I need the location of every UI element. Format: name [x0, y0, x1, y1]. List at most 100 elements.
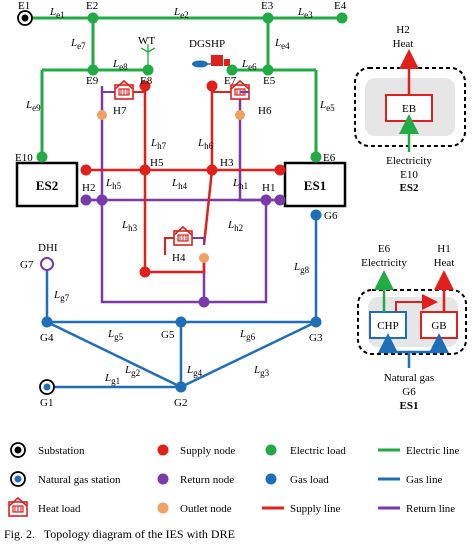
svg-text:Supply node: Supply node [180, 445, 235, 457]
svg-text:Return line: Return line [406, 503, 455, 515]
svg-text:Lh4: Lh4 [171, 177, 188, 191]
node-g2 [175, 381, 187, 393]
svg-text:Le7: Le7 [70, 37, 86, 51]
supply-lines [82, 86, 285, 274]
svg-text:E10: E10 [15, 152, 33, 164]
heat-load-h7-icon [114, 80, 134, 100]
substation-e1 [17, 10, 33, 26]
node-e10 [36, 151, 48, 163]
dgshp-icon [192, 55, 230, 68]
node-g3 [310, 316, 322, 328]
svg-text:E10: E10 [400, 169, 418, 181]
svg-text:Electricity: Electricity [386, 155, 432, 167]
legend-return-line: Return line [378, 503, 455, 515]
dgshp-label: DGSHP [189, 38, 225, 50]
svg-text:Le6: Le6 [241, 58, 257, 72]
node-g5 [175, 316, 187, 328]
svg-text:Gas line: Gas line [406, 474, 442, 486]
svg-text:Lh6: Lh6 [197, 137, 214, 151]
svg-text:E7: E7 [224, 75, 237, 87]
svg-text:Heat: Heat [434, 257, 455, 269]
legend-natural-gas-station: Natural gas station [10, 471, 121, 487]
es1-inset: E6 Electricity H1 Heat CHP GB Natural ga… [357, 243, 467, 412]
svg-text:G4: G4 [40, 332, 54, 344]
svg-text:Le8: Le8 [112, 58, 128, 72]
svg-text:G5: G5 [161, 329, 175, 341]
line-le1: Le1 [49, 6, 65, 20]
legend-heat-load: Heat load [8, 497, 81, 517]
svg-text:Le5: Le5 [319, 99, 335, 113]
heat-load-h4-icon [173, 226, 193, 246]
gas-lines [45, 215, 318, 389]
svg-text:H7: H7 [113, 105, 127, 117]
legend-supply-node: Supply node [157, 444, 235, 457]
node-e6 [310, 151, 322, 163]
svg-text:Lg2: Lg2 [124, 364, 140, 378]
svg-text:E8: E8 [140, 75, 153, 87]
electric-nodes [36, 12, 348, 163]
svg-text:H1: H1 [262, 182, 275, 194]
es2-inset: H2 Heat EB Electricity E10 ES2 [354, 24, 466, 194]
svg-text:G3: G3 [309, 332, 323, 344]
svg-text:Electricity: Electricity [361, 257, 407, 269]
node-g6 [310, 209, 322, 221]
gas-nodes [41, 209, 322, 393]
svg-text:G6: G6 [402, 386, 416, 398]
legend-substation: Substation [10, 442, 85, 458]
svg-text:Le4: Le4 [274, 37, 290, 51]
svg-text:H4: H4 [172, 252, 186, 264]
svg-text:Lg1: Lg1 [104, 372, 120, 386]
svg-text:Lh3: Lh3 [121, 219, 138, 233]
es1-block: ES1 [283, 161, 347, 208]
svg-text:H6: H6 [258, 105, 272, 117]
svg-text:Lh2: Lh2 [227, 219, 243, 233]
svg-text:E3: E3 [261, 0, 274, 12]
legend-electric-line: Electric line [378, 445, 460, 457]
svg-text:EB: EB [402, 103, 416, 115]
es1-label: ES1 [304, 178, 326, 193]
node-h1 [274, 194, 286, 206]
node-g4 [41, 316, 53, 328]
svg-text:Natural gas: Natural gas [384, 372, 434, 384]
svg-text:G6: G6 [324, 210, 338, 222]
svg-text:E6: E6 [378, 243, 391, 255]
svg-text:ES1: ES1 [400, 400, 419, 412]
svg-text:E1: E1 [18, 0, 30, 12]
svg-text:Heat load: Heat load [38, 503, 81, 515]
svg-text:H5: H5 [150, 157, 164, 169]
svg-text:Return node: Return node [180, 474, 234, 486]
svg-text:G2: G2 [174, 397, 187, 409]
svg-text:E2: E2 [86, 0, 98, 12]
legend-electric-load: Electric load [265, 444, 346, 457]
svg-text:Lg4: Lg4 [186, 364, 203, 378]
svg-text:Lg8: Lg8 [293, 261, 310, 275]
svg-text:Le2: Le2 [173, 6, 189, 20]
legend-gas-line: Gas line [378, 474, 442, 486]
svg-text:Electric load: Electric load [290, 445, 346, 457]
node-e8 [142, 64, 154, 76]
wt-label: WT [138, 35, 155, 47]
return-lines [82, 86, 285, 304]
svg-text:Lg5: Lg5 [107, 328, 124, 342]
gas-load-g7-dhi [40, 257, 54, 271]
svg-text:H3: H3 [220, 157, 234, 169]
node-e7 [226, 64, 238, 76]
svg-text:E5: E5 [263, 75, 276, 87]
supply-nodes [80, 80, 286, 278]
legend-supply-line: Supply line [262, 503, 341, 515]
es2-block: ES2 [15, 161, 79, 208]
svg-text:Lh5: Lh5 [105, 177, 122, 191]
gas-station-g1 [39, 379, 55, 395]
legend: Substation Supply node Electric load Ele… [8, 442, 460, 517]
svg-text:G7: G7 [20, 259, 34, 271]
node-e4 [336, 12, 348, 24]
svg-text:Electric line: Electric line [406, 445, 460, 457]
line-labels: Le1 Le2 Le3 Le4 Le5 Le6 Le7 Le8 Le9 Lh1 … [25, 6, 335, 386]
svg-text:E6: E6 [323, 152, 336, 164]
svg-text:Lg7: Lg7 [53, 289, 70, 303]
svg-text:H1: H1 [437, 243, 450, 255]
node-e2 [87, 12, 99, 24]
svg-text:H2: H2 [82, 182, 95, 194]
svg-text:GB: GB [431, 320, 446, 332]
